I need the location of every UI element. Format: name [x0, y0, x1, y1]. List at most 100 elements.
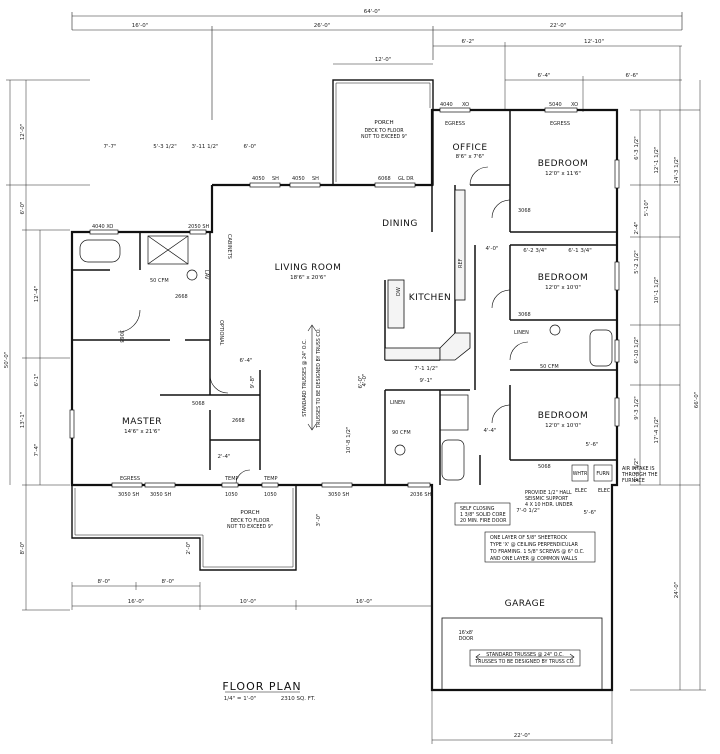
sheetrock-note-3: TO FRAMING. 1 5/8" SCREWS @ 6" O.C.: [489, 549, 585, 555]
provide-note-3: 4 X 10 HDR. UNDER: [525, 502, 573, 508]
front-porch-note-2: NOT TO EXCEED 9": [227, 524, 273, 530]
left-dim-2: 6'-0": [20, 201, 26, 214]
misc-dim-11: 5'-6": [585, 442, 598, 448]
master-bath-window-2: 2050 SH: [188, 224, 209, 230]
plan-scale: 1/4" = 1'-0": [224, 696, 257, 702]
misc-dim-15: 6'-4": [239, 358, 252, 364]
right-dim-6: 5'-2 1/2": [634, 250, 640, 274]
left-dim-7: 8'-0": [20, 541, 26, 554]
bedroom-1-window-label: 5040: [549, 102, 562, 108]
misc-dim-7: 6'-1 3/4": [568, 248, 592, 254]
master-bath-window: 4040 XO: [92, 224, 113, 230]
misc-dim-18: 6'-0": [358, 375, 364, 388]
master-bath-door: 2668: [175, 294, 188, 300]
fixtures: [79, 235, 613, 481]
air-intake-note-1: AIR INTAKE IS: [622, 466, 655, 472]
right-dim-11: 2'-1 1/2": [634, 458, 640, 482]
misc-dim-13: 5'-6": [583, 510, 596, 516]
dining-door-type: GL DR: [398, 176, 414, 182]
misc-dim-5: 4'-0": [485, 246, 498, 252]
elec-label-1: ELEC: [575, 488, 588, 494]
cabinets-label: CABINETS: [226, 234, 232, 259]
front-window-3: 3050 SH: [328, 492, 349, 498]
living-window-2: 4050: [292, 176, 305, 182]
bedroom-2-size: 12'0" x 10'0": [545, 285, 581, 291]
misc-dim-1: 7'-7": [103, 144, 116, 150]
dining-door: 6068: [378, 176, 391, 182]
bath-2-fan: 50 CFM: [540, 364, 559, 370]
truss-arrow: [307, 324, 317, 431]
bedroom-1-name: BEDROOM: [538, 159, 588, 169]
right-dim-5: 2'-4": [634, 221, 640, 234]
right-dim-10: 17'-4 1/2": [654, 416, 660, 443]
garage-door-label: DOOR: [459, 636, 474, 642]
furnace-label: FURN: [596, 471, 610, 477]
bedroom-3-size: 12'0" x 10'0": [545, 423, 581, 429]
right-dim-9: 9'-3 1/2": [634, 396, 640, 420]
front-porch-name: PORCH: [240, 510, 259, 516]
misc-dim-9: 9'-1": [419, 378, 432, 384]
bottom-dim-4: 10'-0": [240, 599, 257, 605]
misc-dim-20: 2'-0": [186, 541, 192, 554]
front-window-2: 3050 SH: [150, 492, 171, 498]
master-wc-door: 2668: [232, 418, 245, 424]
right-dim-4: 5'-10": [644, 200, 650, 217]
bedroom-3-door: 5068: [538, 464, 551, 470]
master-bath-fan: 50 CFM: [150, 278, 169, 284]
living-window-1: 4050: [252, 176, 265, 182]
front-sidelite-2: 1050: [264, 492, 277, 498]
sheetrock-note-2: TYPE 'X' @ CEILING PERPENDICULAR: [489, 542, 579, 548]
sheetrock-note-4: AND ONE LAYER @ COMMON WALLS: [490, 556, 577, 562]
provide-note-2: SEISMIC SUPPORT: [525, 496, 568, 502]
office-size: 8'6" x 7'6": [456, 154, 485, 160]
bedroom-1-door: 3068: [518, 208, 531, 214]
living-window-2-type: SH: [312, 176, 319, 182]
bottom-dim-2: 8'-0": [161, 579, 174, 585]
kitchen-counters: [384, 189, 471, 361]
top-porch-note-2: NOT TO EXCEED 9": [361, 134, 407, 140]
front-porch-note-1: DECK TO FLOOR: [230, 518, 270, 524]
kitchen-ref-label: REF: [458, 258, 464, 268]
bottom-dim-6: 22'-0": [514, 733, 531, 739]
left-dim-3: 12'-4": [34, 286, 40, 303]
misc-dim-21: 4'-0": [362, 373, 368, 386]
living-room-size: 18'6" x 20'6": [290, 275, 326, 281]
misc-dim-2: 5'-3 1/2": [153, 144, 177, 150]
misc-dim-10: 4'-4": [483, 428, 496, 434]
sheetrock-note-1: ONE LAYER OF 5/8" SHEETROCK: [490, 535, 568, 541]
top-sub-dim-3: 12'-0": [375, 57, 392, 63]
left-dim-1: 12'-0": [20, 124, 26, 141]
top-sub-dim-5: 6'-6": [625, 73, 638, 79]
bedroom-1-size: 12'0" x 11'6": [545, 171, 581, 177]
right-overall-label: 66'-0": [694, 392, 700, 409]
top-sub-dim-1: 6'-2": [461, 39, 474, 45]
hall-linen: LINEN: [390, 400, 405, 406]
left-overall-label: 50'-0": [4, 352, 10, 369]
master-closet-door: 3068: [118, 330, 124, 343]
misc-dim-19: 3'-0": [316, 513, 322, 526]
hall-bath-fan: 90 CFM: [392, 430, 411, 436]
kitchen-name: KITCHEN: [409, 293, 452, 303]
left-dim-6: 7'-4": [34, 443, 40, 456]
right-dim-1: 6'-3 1/2": [634, 136, 640, 160]
top-sub-dimensions: [333, 42, 682, 112]
self-closing-note-1: SELF CLOSING: [460, 506, 495, 512]
front-sidelite-1: 1050: [225, 492, 238, 498]
top-dim-3: 22'-0": [550, 23, 567, 29]
front-window-4: 2036 SH: [410, 492, 431, 498]
misc-dim-6: 6'-2 3/4": [523, 248, 547, 254]
bottom-dim-5: 16'-0": [356, 599, 373, 605]
right-dim-12: 24'-0": [674, 582, 680, 599]
living-room-name: LIVING ROOM: [275, 263, 342, 273]
truss-note-2: TRUSSES TO BE DESIGNED BY TRUSS CO.: [316, 328, 322, 429]
top-sub-dim-4: 6'-4": [537, 73, 550, 79]
right-dim-8: 6'-10 1/2": [634, 336, 640, 363]
bottom-dim-3: 16'-0": [128, 599, 145, 605]
misc-dim-3: 3'-11 1/2": [191, 144, 218, 150]
air-intake-note-3: FURNACE: [622, 478, 645, 484]
plan-area: 2310 SQ. FT.: [281, 696, 316, 702]
master-name: MASTER: [122, 417, 162, 427]
office-window-type: XO: [462, 102, 469, 108]
front-window-1: 3050 SH: [118, 492, 139, 498]
